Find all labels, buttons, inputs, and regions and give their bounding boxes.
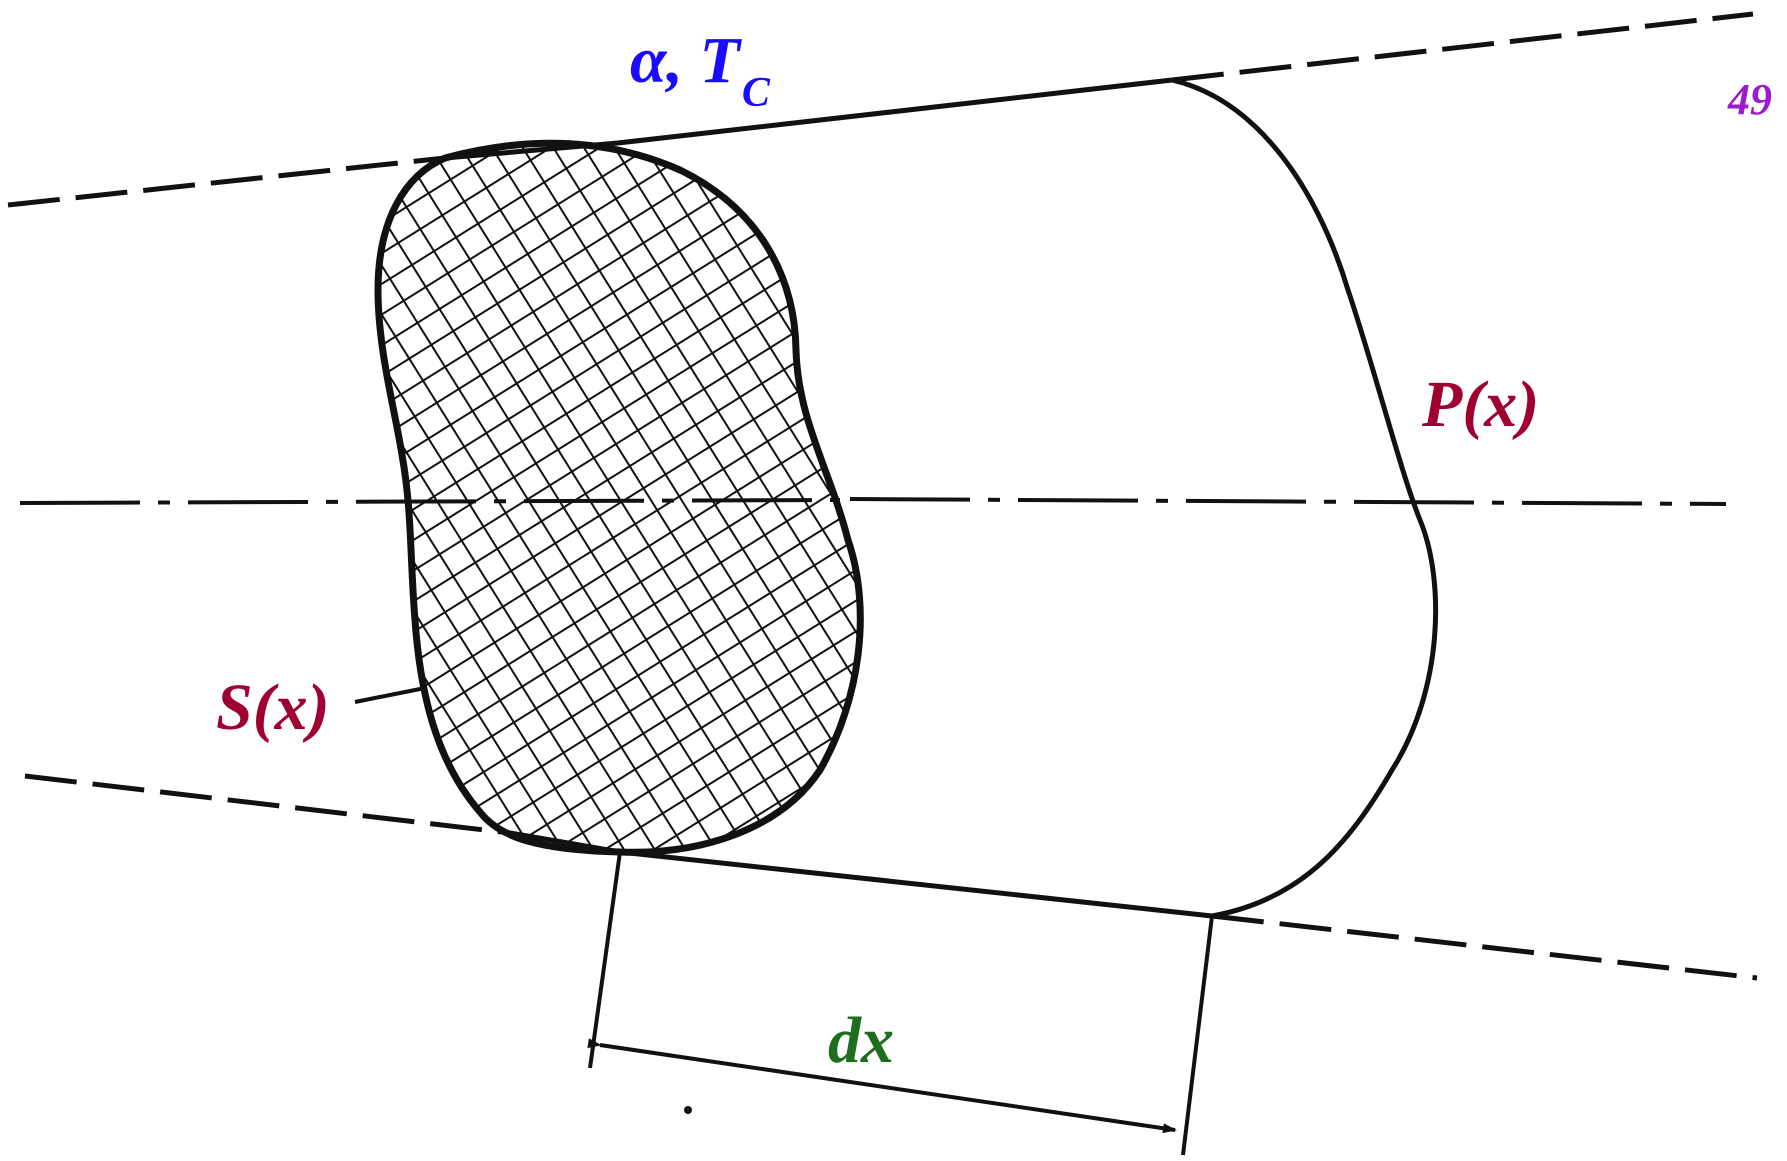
boundary-params-subscript: C — [741, 70, 770, 116]
element-length-label: dx — [828, 1004, 894, 1077]
cross-section-area — [374, 139, 864, 856]
lower-dashed-boundary — [24, 773, 1758, 981]
page-number: 49 — [1728, 75, 1772, 124]
dx-dimension-line — [587, 1038, 1177, 1134]
perimeter-label: P(x) — [1422, 368, 1540, 441]
center-axis — [19, 497, 1727, 506]
stray-dot — [684, 1106, 692, 1114]
perimeter-outline — [1171, 77, 1439, 919]
boundary-params-text: α, T — [630, 24, 740, 97]
upper-dashed-boundary — [7, 11, 1754, 208]
dx-extension-right — [1181, 915, 1214, 1156]
cross-section-label: S(x) — [216, 671, 330, 744]
dx-extension-left — [588, 851, 622, 1069]
boundary-params-label: α, TC — [630, 28, 770, 115]
cross-section-leader — [354, 686, 426, 704]
